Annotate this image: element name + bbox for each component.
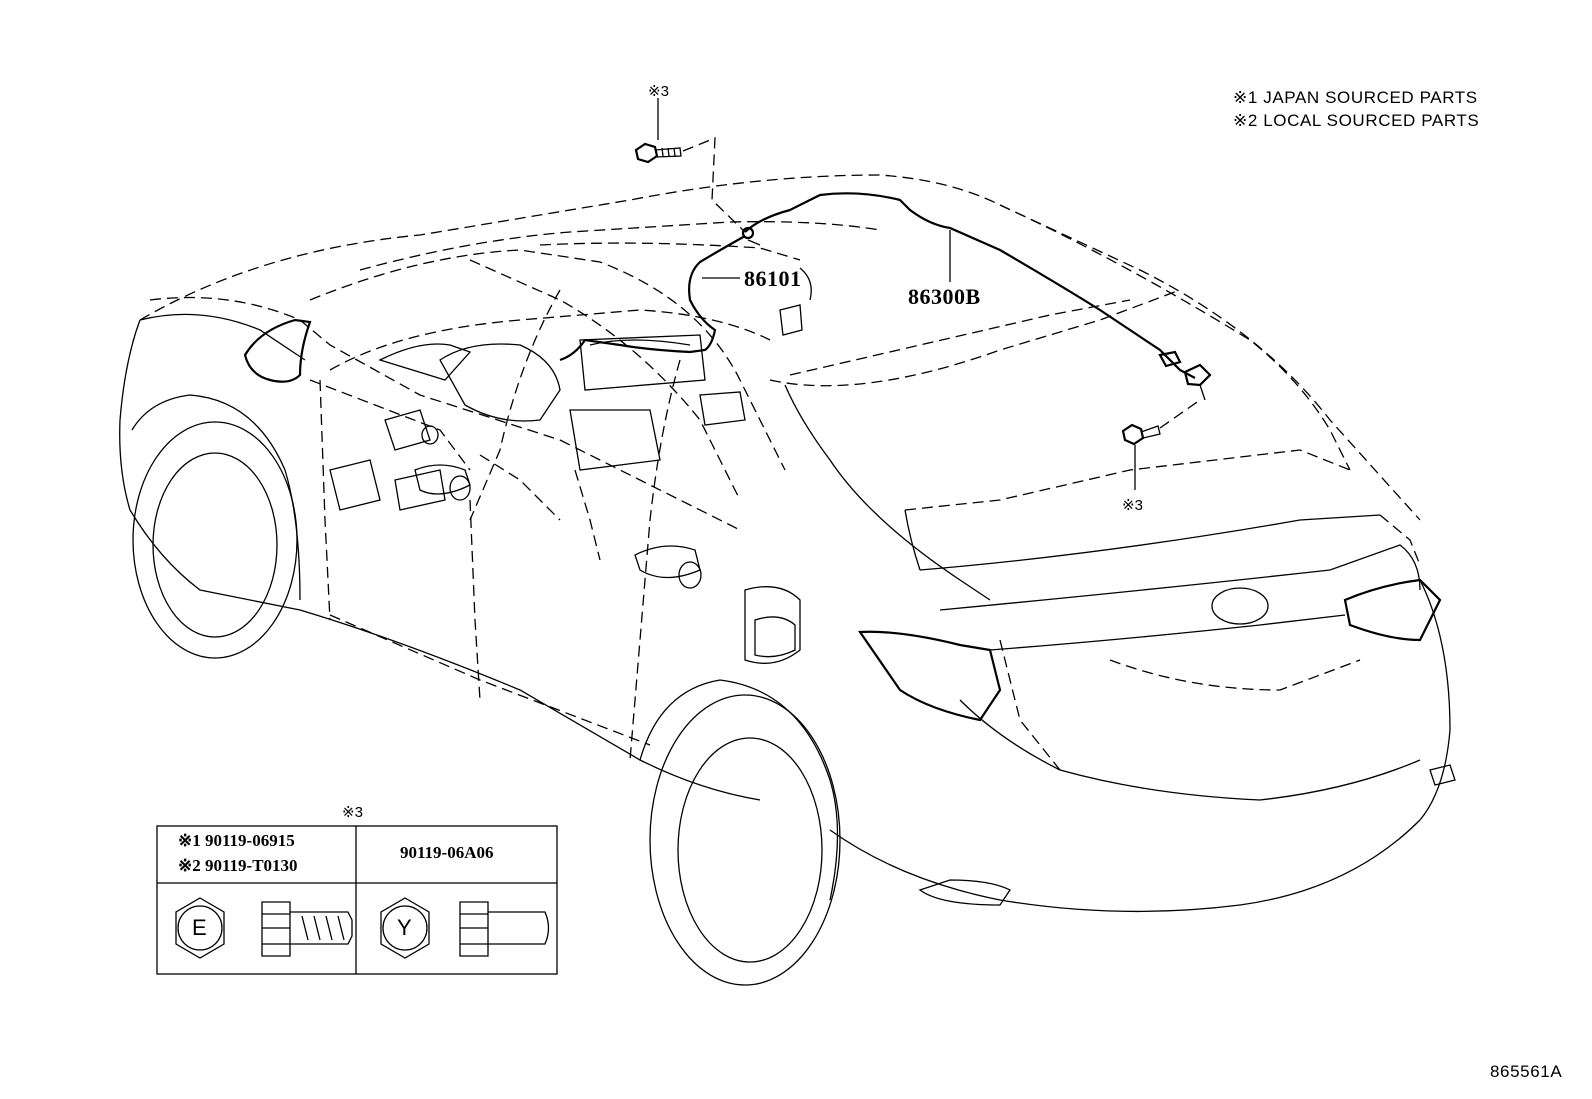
cable-86101 — [559, 226, 761, 362]
part-number-86300b: 86300B — [908, 284, 981, 309]
bolt-front-callout: ※3 — [648, 83, 669, 100]
part-number-86101: 86101 — [744, 266, 802, 291]
bolt-table — [156, 825, 558, 975]
antenna-wire-86300b — [744, 192, 1212, 401]
legend-mark-1: ※1 — [1233, 88, 1258, 107]
legend-mark-2: ※2 — [1233, 111, 1258, 130]
bolt-rear-callout: ※3 — [1122, 497, 1143, 514]
bolt-front — [634, 98, 746, 233]
bolt-rear — [1121, 399, 1201, 490]
bolt-table-title: ※3 — [342, 804, 363, 821]
legend-text-1: JAPAN SOURCED PARTS — [1263, 88, 1478, 107]
bolt-table-col1-line2: ※2 90119-T0130 — [178, 856, 298, 875]
bolt-head-mark-e: E — [192, 915, 207, 940]
bolt-head-mark-y: Y — [397, 915, 412, 940]
legend-item-japan: ※1 JAPAN SOURCED PARTS — [1233, 88, 1478, 108]
bolt-table-col2-line1: 90119-06A06 — [400, 843, 494, 862]
legend-text-2: LOCAL SOURCED PARTS — [1263, 111, 1480, 130]
illustration-id: 865561A — [1490, 1062, 1563, 1081]
car-body — [119, 174, 1456, 986]
legend-item-local: ※2 LOCAL SOURCED PARTS — [1233, 111, 1479, 131]
bolt-table-col1-line1: ※1 90119-06915 — [178, 831, 295, 850]
leader-lines — [702, 230, 951, 301]
